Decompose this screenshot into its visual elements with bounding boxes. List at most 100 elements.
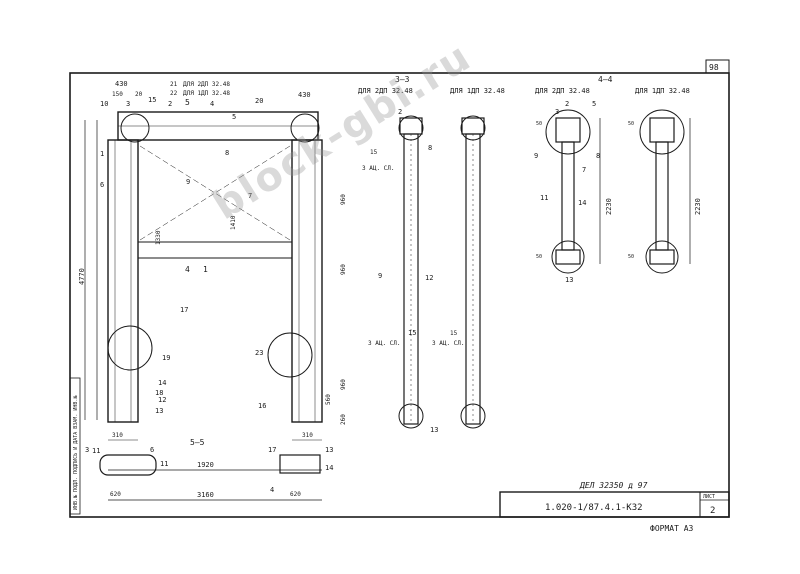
height-part-6: 260 <box>340 414 347 425</box>
callout-20: 20 <box>255 97 263 105</box>
section-4-4-callout-5: 5 <box>592 100 596 108</box>
section-4-4-dim-2: 2230 <box>694 198 702 215</box>
callout-15: 15 <box>148 96 156 104</box>
section-5-5-callout-17: 17 <box>268 446 276 454</box>
page-number: 98 <box>709 63 719 72</box>
bottom-dim-4: 310 <box>302 432 313 439</box>
middle-beam <box>137 241 293 259</box>
callout-14: 14 <box>158 379 166 387</box>
bottom-dim-3: 3160 <box>197 491 214 499</box>
section-5-5: 5—5 620 620 3 4 6 11 13 14 17 <box>85 438 333 498</box>
section-mark-4: 4 <box>185 265 190 274</box>
top-dim-5: 21 <box>170 81 178 88</box>
sheet-number: 2 <box>710 506 715 516</box>
section-5-5-callout-11: 11 <box>160 460 168 468</box>
callout-16: 16 <box>258 402 266 410</box>
inventory-note: ДЕЛ 32350 д 97 <box>579 481 648 490</box>
title-block: 1.020-1/87.4.1-К32 ЛИСТ 2 ДЕЛ 32350 д 97 <box>499 481 730 518</box>
section-5-5-dim-2: 620 <box>290 491 301 498</box>
callout-12: 12 <box>158 396 166 404</box>
sheet-label: ЛИСТ <box>703 494 715 500</box>
format-label: ФОРМАТ А3 <box>650 524 694 533</box>
section-4-4-callout-2: 2 <box>565 100 569 108</box>
section-4-4: 4—4 ДЛЯ 2ДП 32.48 ДЛЯ 1ДП 32.48 2230 223… <box>534 75 702 284</box>
section-4-4-dim-3: 50 <box>536 121 542 127</box>
section-3-3-label-1: 15 <box>370 149 378 156</box>
section-3-3-callout-13: 13 <box>430 426 438 434</box>
section-4-4-dim-4: 50 <box>536 254 542 260</box>
height-part-5: 560 <box>325 394 332 405</box>
frame-view: 4770 430 150 20 430 21 22 ДЛЯ 2ДП 3 <box>78 80 347 501</box>
top-note-1: ДЛЯ 2ДП 32.48 <box>183 81 230 88</box>
section-4-4-callout-11: 11 <box>540 194 548 202</box>
bottom-dim-2: 1920 <box>197 461 214 469</box>
section-3-3-title: 3—3 <box>395 75 410 84</box>
callout-23: 23 <box>255 349 263 357</box>
top-dim-2: 150 <box>112 91 123 98</box>
callout-13: 13 <box>155 407 163 415</box>
section-4-4-title: 4—4 <box>598 75 613 84</box>
section-3-3: 3—3 ДЛЯ 2ДП 32.48 ДЛЯ 1ДП 32.48 15 3 АЦ.… <box>358 75 505 434</box>
callout-7: 7 <box>248 192 252 200</box>
inner-dim: 1410 <box>230 215 237 230</box>
section-4-4-callout-14: 14 <box>578 199 586 207</box>
section-3-3-callout-9: 9 <box>378 272 382 280</box>
height-part-3: 960 <box>340 264 347 275</box>
callout-10: 10 <box>100 100 108 108</box>
top-dim-3: 20 <box>135 91 143 98</box>
callout-1: 1 <box>100 150 104 158</box>
section-5-5-callout-14: 14 <box>325 464 333 472</box>
left-column <box>107 139 139 423</box>
side-stamp: ИНВ.№ ПОДЛ. ПОДПИСЬ И ДАТА ВЗАМ. ИНВ.№ <box>73 396 79 510</box>
side-stamp-box <box>69 377 81 515</box>
section-5-5-callout-13: 13 <box>325 446 333 454</box>
section-5-5-right-profile <box>279 454 321 474</box>
section-5-5-left-profile <box>99 454 157 476</box>
section-3-3-label-3: 3 АЦ. СЛ. <box>368 340 401 347</box>
top-dim-1: 430 <box>115 80 128 88</box>
section-5-5-title: 5—5 <box>190 438 205 447</box>
section-3-3-label-2: 3 АЦ. СЛ. <box>362 165 395 172</box>
right-column <box>291 139 323 423</box>
section-4-4-callout-3: 3 <box>555 108 559 116</box>
section-3-3-note-1: ДЛЯ 2ДП 32.48 <box>358 87 413 95</box>
height-total: 4770 <box>78 268 86 285</box>
section-5-5-callout-4: 4 <box>270 486 274 494</box>
callout-6: 6 <box>100 181 104 189</box>
section-4-4-column-2 <box>655 141 669 251</box>
section-4-4-column-1 <box>561 141 575 251</box>
sheet-frame <box>69 72 730 518</box>
callout-4: 4 <box>210 100 214 108</box>
height-part-4: 960 <box>340 379 347 390</box>
section-3-3-callout-2: 2 <box>398 108 402 116</box>
callout-18: 18 <box>155 389 163 397</box>
page-number-box <box>705 59 730 74</box>
section-5-5-dim-1: 620 <box>110 491 121 498</box>
document-code: 1.020-1/87.4.1-К32 <box>545 503 643 513</box>
section-mark-1: 1 <box>203 265 208 274</box>
section-4-4-dim-5: 50 <box>628 121 634 127</box>
callout-9: 9 <box>186 178 190 186</box>
section-4-4-callout-9: 9 <box>534 152 538 160</box>
section-3-3-callout-8: 8 <box>428 144 432 152</box>
section-3-3-callout-15: 15 <box>408 329 416 337</box>
top-dim-6: 22 <box>170 90 178 97</box>
callout-17: 17 <box>180 306 188 314</box>
top-note-2: ДЛЯ 1ДП 32.48 <box>183 90 230 97</box>
callout-2: 2 <box>168 100 172 108</box>
section-4-4-callout-13: 13 <box>565 276 573 284</box>
callout-5: 5 <box>232 113 236 121</box>
callout-19: 19 <box>162 354 170 362</box>
callout-3: 3 <box>126 100 130 108</box>
top-dim-4: 430 <box>298 91 311 99</box>
section-3-3-label-5: 3 АЦ. СЛ. <box>432 340 465 347</box>
section-4-4-callout-7: 7 <box>582 166 586 174</box>
section-4-4-dim-6: 50 <box>628 254 634 260</box>
callout-8: 8 <box>225 149 229 157</box>
section-4-4-callout-8: 8 <box>596 152 600 160</box>
callout-11: 11 <box>92 447 100 455</box>
section-5-5-callout-3: 3 <box>85 446 89 454</box>
section-mark-5: 5 <box>185 98 190 107</box>
